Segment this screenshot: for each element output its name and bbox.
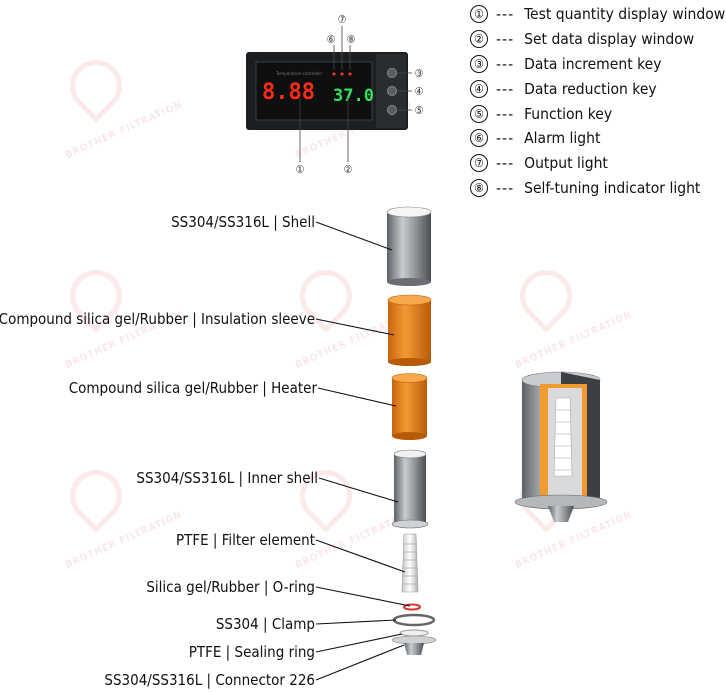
o-ring-part	[403, 603, 421, 611]
part-label-sealing-ring: PTFE | Sealing ring	[188, 643, 315, 661]
callout-5: ⑤	[415, 104, 424, 117]
part-label-shell: SS304/SS316L | Shell	[171, 213, 315, 231]
alarm-light	[332, 72, 336, 76]
temperature-controller: Temperature controller 8.88 37.0	[246, 52, 408, 130]
legend-text: Data reduction key	[524, 79, 657, 98]
part-label-insulation-sleeve: Compound silica gel/Rubber | Insulation …	[0, 310, 315, 328]
legend-text: Data increment key	[524, 54, 662, 73]
panel-caption: Temperature controller	[275, 71, 322, 77]
part-label-o-ring: Silica gel/Rubber | O-ring	[146, 578, 315, 596]
assembled-cutaway	[514, 371, 608, 522]
legend-item: ③---Data increment key	[470, 52, 725, 77]
legend-item: ⑥---Alarm light	[470, 126, 725, 151]
callout-7: ⑦	[338, 13, 347, 26]
part-label-inner-shell: SS304/SS316L | Inner shell	[136, 469, 318, 487]
legend-num: ⑤	[470, 104, 488, 123]
output-light	[340, 72, 344, 76]
legend-num: ⑦	[470, 154, 488, 173]
legend-text: Test quantity display window	[524, 5, 726, 24]
clamp-part	[392, 613, 436, 627]
callout-8: ⑧	[347, 33, 356, 46]
legend-item: ④---Data reduction key	[470, 76, 725, 101]
legend-text: Output light	[524, 154, 608, 173]
self-tuning-light	[348, 72, 352, 76]
part-label-clamp: SS304 | Clamp	[215, 615, 315, 633]
legend-num: ②	[470, 30, 488, 49]
legend-num: ①	[470, 5, 488, 24]
connector-part	[391, 635, 437, 655]
legend-item: ①---Test quantity display window	[470, 2, 725, 27]
legend-text: Self-tuning indicator light	[524, 178, 701, 197]
callout-6: ⑥	[327, 33, 336, 46]
display-right: 37.0	[333, 86, 374, 106]
sealing-ring-part	[399, 629, 429, 637]
reduction-key[interactable]	[387, 86, 397, 96]
legend-text: Function key	[524, 104, 613, 123]
legend-item: ⑤---Function key	[470, 101, 725, 126]
insulation-sleeve-part	[387, 294, 432, 366]
callout-4: ④	[415, 85, 424, 98]
legend-num: ⑧	[470, 178, 488, 197]
heater-part	[391, 373, 428, 440]
shell-part	[386, 206, 432, 286]
callout-1: ①	[296, 163, 305, 176]
legend-item: ⑦---Output light	[470, 151, 725, 176]
legend-num: ⑥	[470, 129, 488, 148]
legend-text: Alarm light	[524, 129, 601, 148]
leader-lines	[315, 221, 411, 681]
part-label-connector: SS304/SS316L | Connector 226	[104, 671, 315, 689]
callout-2: ②	[344, 163, 353, 176]
increment-key[interactable]	[387, 68, 397, 78]
legend-item: ②---Set data display window	[470, 27, 725, 52]
function-key[interactable]	[387, 105, 397, 115]
legend-num: ④	[470, 79, 488, 98]
legend-text: Set data display window	[524, 30, 695, 49]
legend-item: ⑧---Self-tuning indicator light	[470, 176, 725, 201]
legend: ①---Test quantity display window ②---Set…	[470, 2, 725, 200]
inner-shell-part	[391, 449, 429, 529]
legend-num: ③	[470, 54, 488, 73]
display-left: 8.88	[262, 80, 315, 105]
part-label-filter-element: PTFE | Filter element	[175, 531, 315, 549]
callout-3: ③	[415, 67, 424, 80]
filter-element-part	[401, 533, 419, 593]
part-label-heater: Compound silica gel/Rubber | Heater	[68, 379, 317, 397]
